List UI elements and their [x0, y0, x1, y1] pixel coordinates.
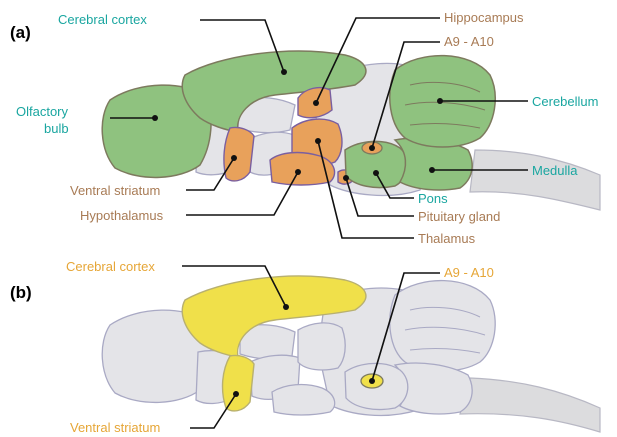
panel-b-tag: (b): [10, 283, 32, 302]
spinal-cord-a: [470, 150, 600, 210]
label-ventral-striatum-a: Ventral striatum: [70, 183, 160, 198]
leader-dot: [369, 378, 375, 384]
leader-dot: [315, 138, 321, 144]
ventral-striatum-b[interactable]: [223, 355, 254, 410]
leader-dot: [281, 69, 287, 75]
leader-dot: [152, 115, 158, 121]
gray-region-5-b: [272, 385, 335, 415]
label-pituitary-gland-a: Pituitary gland: [418, 209, 500, 224]
leader-dot: [313, 100, 319, 106]
label-a9-a10-a: A9 - A10: [444, 34, 494, 49]
leader-dot: [373, 170, 379, 176]
leader-dot: [437, 98, 443, 104]
label-olfactory-bulb-line1-a: Olfactory: [16, 104, 69, 119]
panel-b: (b) Cerebral cortex A9 - A1: [10, 259, 600, 435]
label-hippocampus-a: Hippocampus: [444, 10, 524, 25]
ventral-striatum-a[interactable]: [224, 127, 254, 180]
leader-dot: [231, 155, 237, 161]
panel-a: (a): [10, 10, 600, 246]
leader-dot: [369, 145, 375, 151]
spinal-cord-b: [460, 378, 600, 432]
leader-dot: [295, 169, 301, 175]
label-cerebellum-a: Cerebellum: [532, 94, 598, 109]
leader-dot: [343, 175, 349, 181]
label-olfactory-bulb-line2-a: bulb: [44, 121, 69, 136]
gray-region-4-b: [298, 323, 345, 370]
label-cerebral-cortex-b: Cerebral cortex: [66, 259, 155, 274]
label-thalamus-a: Thalamus: [418, 231, 476, 246]
label-cerebral-cortex-a: Cerebral cortex: [58, 12, 147, 27]
label-hypothalamus-a: Hypothalamus: [80, 208, 164, 223]
leader-dot: [283, 304, 289, 310]
label-ventral-striatum-b: Ventral striatum: [70, 420, 160, 435]
label-a9-a10-b: A9 - A10: [444, 265, 494, 280]
leader-dot: [429, 167, 435, 173]
cerebellum-b: [390, 281, 495, 371]
label-pons-a: Pons: [418, 191, 448, 206]
label-medulla-a: Medulla: [532, 163, 578, 178]
panel-a-tag: (a): [10, 23, 31, 42]
leader-dot: [233, 391, 239, 397]
